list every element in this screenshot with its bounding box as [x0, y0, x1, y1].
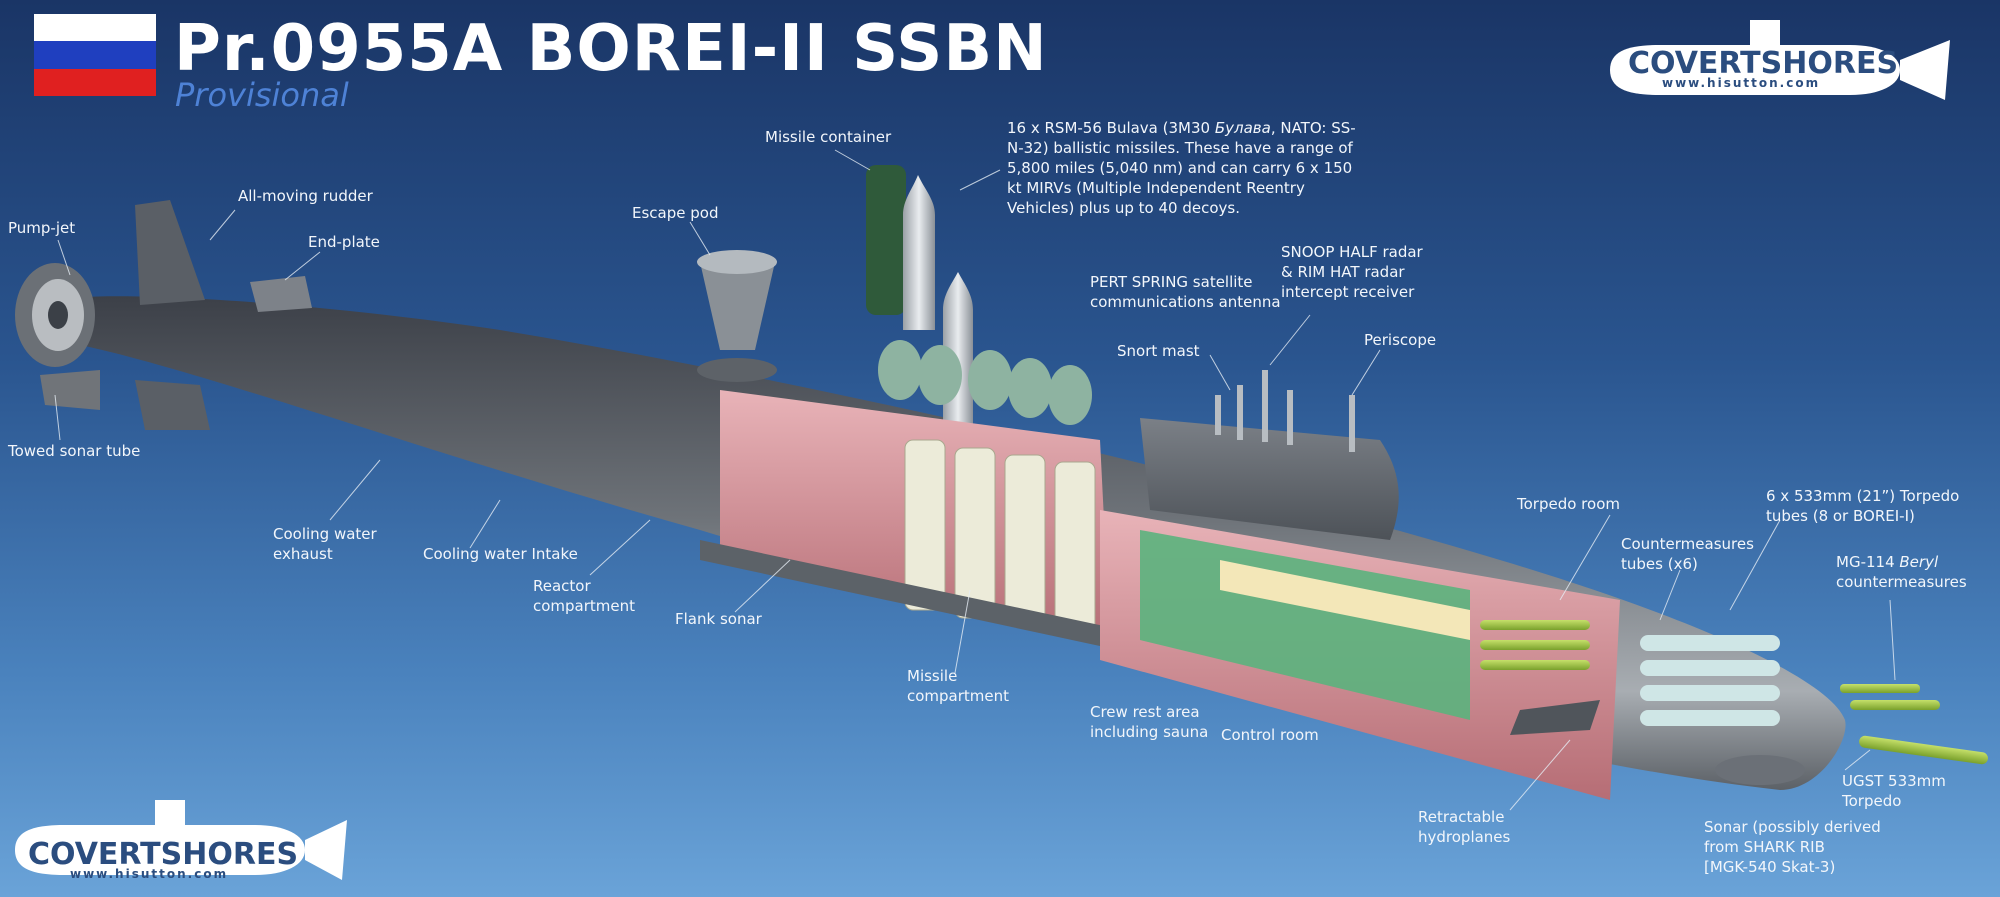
- label-sonar: Sonar (possibly derived from SHARK RIB […: [1704, 818, 1881, 876]
- torpedo-tubes: [1640, 635, 1780, 726]
- logo-bottom-name: COVERTSHORES: [28, 837, 298, 872]
- covertshores-logo-top: [1610, 20, 1950, 100]
- label-cooling-water-intake: Cooling water Intake: [423, 545, 578, 563]
- label-ugst-torpedo: UGST 533mm Torpedo: [1842, 772, 1946, 810]
- label-missile-container: Missile container: [765, 128, 892, 146]
- label-snoop-half: SNOOP HALF radar & RIM HAT radar interce…: [1281, 243, 1423, 301]
- logo-top-name: COVERTSHORES: [1628, 46, 1898, 81]
- torpedoes-in-room: [1480, 620, 1590, 670]
- label-torpedo-room: Torpedo room: [1517, 495, 1620, 513]
- label-retractable-hydroplanes: Retractable hydroplanes: [1418, 808, 1511, 846]
- label-towed-sonar-tube: Towed sonar tube: [8, 442, 141, 460]
- label-countermeasures-tubes: Countermeasures tubes (x6): [1621, 535, 1754, 573]
- bulava-missile: [903, 175, 935, 330]
- label-all-moving-rudder: All-moving rudder: [238, 187, 373, 205]
- logo-top-url: www.hisutton.com: [1662, 76, 1820, 90]
- flank-sonar: [700, 540, 1170, 660]
- end-plate: [250, 276, 312, 312]
- escape-pod: [700, 262, 775, 350]
- label-mg114-beryl: MG-114 Beryl countermeasures: [1836, 553, 1967, 591]
- leader-lines: [54, 149, 1896, 811]
- label-escape-pod: Escape pod: [632, 204, 719, 222]
- logo-bottom-url: www.hisutton.com: [70, 867, 228, 881]
- masts: [1215, 370, 1355, 452]
- label-end-plate: End-plate: [308, 233, 380, 251]
- label-flank-sonar: Flank sonar: [675, 610, 762, 628]
- sonar-dome: [1715, 755, 1805, 785]
- lower-rudder: [135, 380, 210, 430]
- rudder: [135, 200, 205, 305]
- sail: [1140, 418, 1399, 540]
- flag-stripe-blue: [34, 41, 156, 69]
- label-cooling-water-exhaust: Cooling water exhaust: [273, 525, 377, 563]
- label-pump-jet: Pump-jet: [8, 219, 76, 237]
- covertshores-logo-bottom: [15, 800, 347, 880]
- label-torpedo-tubes: 6 x 533mm (21”) Torpedo tubes (8 or BORE…: [1766, 487, 1960, 525]
- label-missile-compartment: Missile compartment: [907, 667, 1010, 705]
- page-title: Pr.0955A BOREI-II SSBN: [174, 12, 1048, 86]
- flag-stripe-white: [34, 14, 156, 42]
- missile-container: [866, 165, 906, 315]
- label-periscope: Periscope: [1364, 331, 1437, 349]
- page-subtitle: Provisional: [175, 76, 349, 114]
- retractable-hydroplane: [1510, 700, 1600, 735]
- flag-stripe-red: [34, 68, 156, 96]
- russian-flag: [34, 14, 156, 96]
- stern-plane: [40, 370, 100, 410]
- label-control-room: Control room: [1221, 726, 1319, 744]
- missile-hatches: [878, 340, 1092, 425]
- label-crew-rest-area: Crew rest area including sauna: [1090, 703, 1209, 741]
- label-pert-spring: PERT SPRING satellite communications ant…: [1090, 273, 1281, 311]
- external-torpedoes: [1840, 684, 1988, 765]
- label-missiles-description: 16 x RSM-56 Bulava (3M30 Булава, NATO: S…: [1007, 119, 1356, 217]
- label-snort-mast: Snort mast: [1117, 342, 1200, 360]
- label-reactor-compartment: Reactor compartment: [533, 577, 636, 615]
- missile-tubes: [904, 439, 1096, 633]
